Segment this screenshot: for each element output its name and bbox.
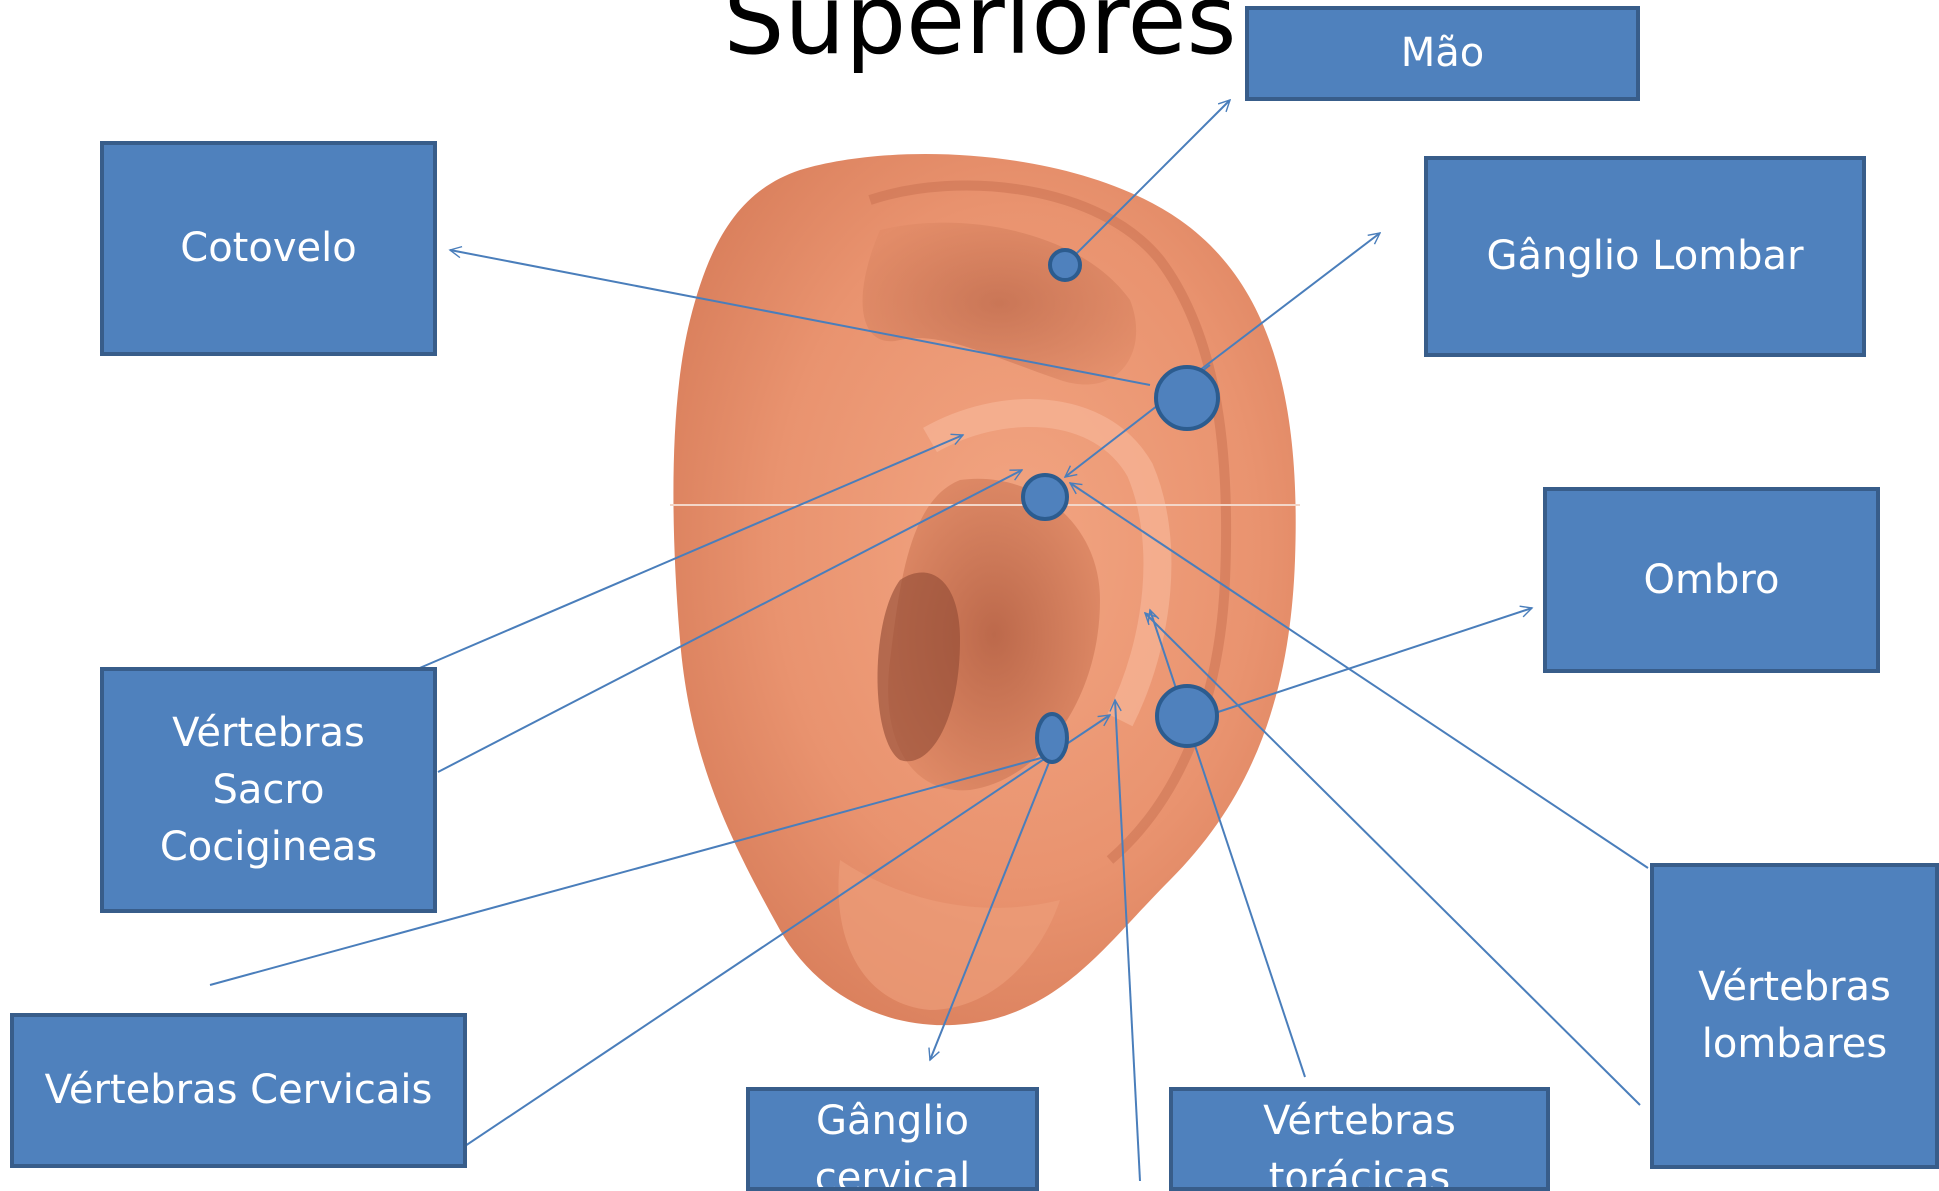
label-ganglio-cervical-text: Gânglio cervical: [815, 1093, 970, 1191]
label-cotovelo-text: Cotovelo: [180, 220, 356, 277]
label-vertebras-toracicas-text: Vértebras torácicas: [1263, 1093, 1456, 1191]
point-vertebras-sacro: [1023, 475, 1067, 519]
label-ganglio-lombar-text: Gânglio Lombar: [1486, 228, 1803, 285]
label-vertebras-cervicais: Vértebras Cervicais: [10, 1013, 467, 1168]
label-ombro-text: Ombro: [1644, 552, 1780, 609]
label-mao: Mão: [1245, 6, 1640, 101]
label-vertebras-lombares-text: Vértebras lombares: [1698, 959, 1891, 1073]
page-title: Superiores: [700, 0, 1260, 80]
label-vertebras-cervicais-text: Vértebras Cervicais: [45, 1062, 433, 1119]
label-mao-text: Mão: [1401, 25, 1485, 82]
ear-illustration: [670, 154, 1300, 1025]
label-ganglio-lombar: Gânglio Lombar: [1424, 156, 1866, 357]
label-vertebras-toracicas: Vértebras torácicas: [1169, 1087, 1550, 1191]
point-mao: [1050, 250, 1080, 280]
label-vertebras-sacro-text: Vértebras Sacro Cocigineas: [160, 705, 377, 876]
label-ombro: Ombro: [1543, 487, 1880, 673]
point-ombro: [1157, 686, 1217, 746]
label-vertebras-sacro: Vértebras Sacro Cocigineas: [100, 667, 437, 913]
point-ganglio-cervical: [1037, 714, 1067, 762]
label-vertebras-lombares: Vértebras lombares: [1650, 863, 1939, 1169]
label-ganglio-cervical: Gânglio cervical: [746, 1087, 1039, 1191]
label-cotovelo: Cotovelo: [100, 141, 437, 356]
line-lombares-2: [1145, 613, 1640, 1105]
point-cotovelo: [1156, 367, 1218, 429]
